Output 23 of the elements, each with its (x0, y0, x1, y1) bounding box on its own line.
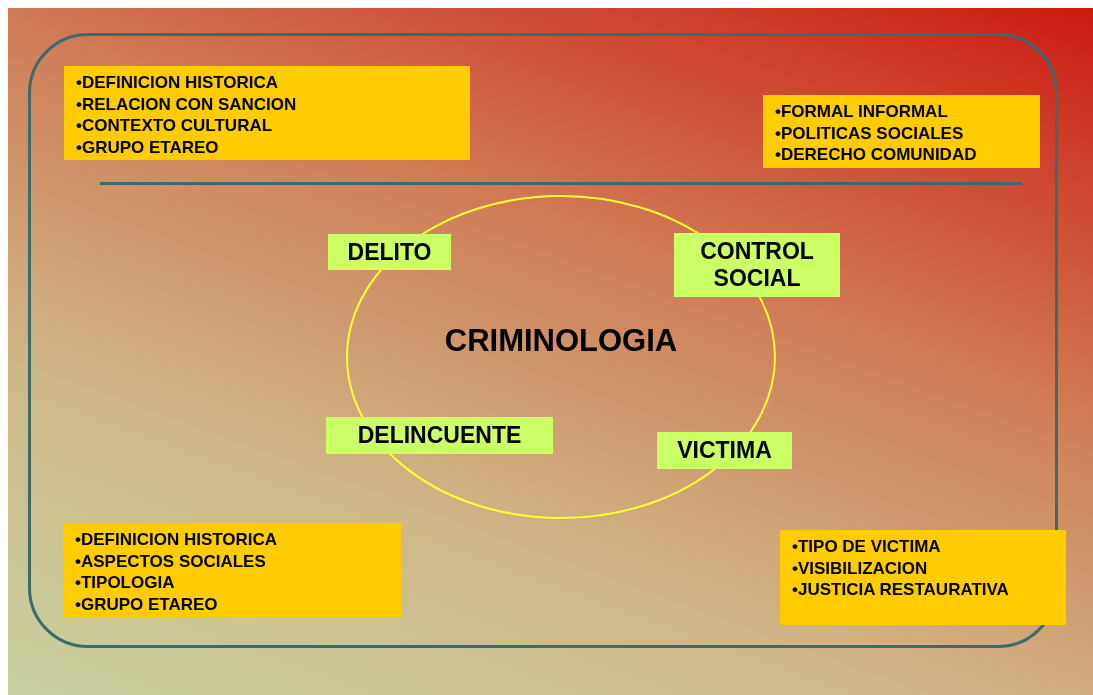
bullet-item: •ASPECTOS SOCIALES (75, 550, 267, 572)
topic-label: DELINCUENTE (326, 417, 553, 454)
topic-label: DELITO (328, 234, 451, 270)
note-box (780, 530, 1066, 625)
bullet-item: •DERECHO COMUNIDAD (775, 144, 978, 166)
bullet-item: •DEFINICION HISTORICA (75, 529, 279, 551)
bullet-item: •TIPOLOGIA (75, 572, 176, 594)
bullet-item: •VISIBILIZACION (792, 557, 929, 579)
bullet-item: •POLITICAS SOCIALES (775, 122, 965, 144)
note-box (63, 523, 401, 617)
note-box (64, 66, 470, 160)
note-box (763, 95, 1040, 168)
bullet-item: •CONTEXTO CULTURAL (76, 115, 274, 137)
bullet-item: •TIPO DE VICTIMA (792, 536, 942, 558)
bullet-item: •FORMAL INFORMAL (775, 101, 949, 123)
topic-label: VICTIMA (657, 432, 792, 469)
topic-label: CONTROL SOCIAL (674, 233, 840, 297)
bullet-item: •GRUPO ETAREO (76, 136, 220, 158)
bullet-item: •RELACION CON SANCION (76, 93, 298, 115)
bullet-item: •DEFINICION HISTORICA (76, 72, 280, 94)
bullet-item: •GRUPO ETAREO (75, 593, 219, 615)
center-title: CRIMINOLOGIA (443, 323, 679, 359)
bullet-item: •JUSTICIA RESTAURATIVA (792, 579, 1010, 601)
